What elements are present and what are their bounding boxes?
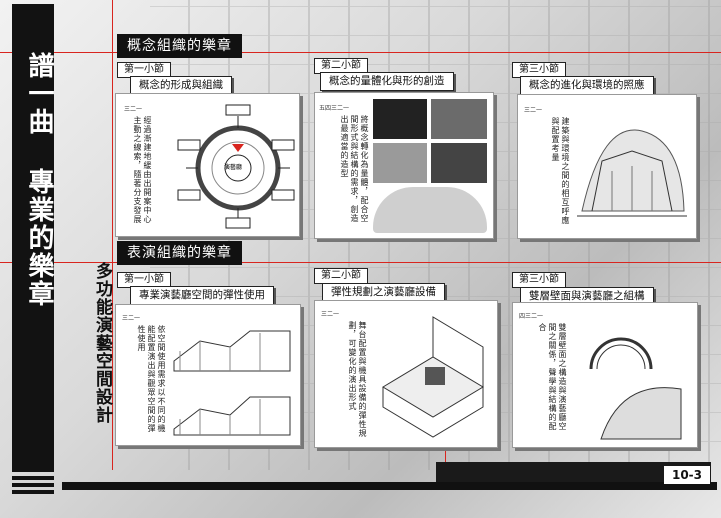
panel-concept-diagram: 三二一 經過漸建地緩由出開案中心主動之線索，隨著分支發展 演藝廳 xyxy=(115,93,300,237)
section-heading-performance: 表演組織的樂章 xyxy=(117,241,242,265)
panel-environment: 三二一 建築與環境之間的相互呼應與配置考量 xyxy=(517,94,697,239)
panel5-text: 舞台配置與機具設備的彈性規劃，可變化的演出形式 xyxy=(348,321,367,438)
panel3-text: 建築與環境之間的相互呼應與配置考量 xyxy=(551,117,570,225)
hall-section-drawings xyxy=(173,330,291,436)
section2-label-3: 第三小節 xyxy=(512,272,566,288)
title-spine xyxy=(12,4,54,472)
page-number: 10-3 xyxy=(664,466,710,484)
panel-double-wall: 四三二一 雙層壁面之構造與演藝廳空間之關係，聲學與結構的配合 xyxy=(512,302,698,448)
panel5-number: 三二一 xyxy=(321,311,340,318)
section2-topic-3: 雙層壁面與演藝廳之組構 xyxy=(520,287,654,306)
chapter-title: 譜一曲 專業的樂章 xyxy=(24,52,54,308)
section2-topic-1: 專業演藝廳空間的彈性使用 xyxy=(130,286,274,305)
massing-photo-3 xyxy=(373,143,427,183)
red-guide-line xyxy=(0,52,721,53)
panel1-number: 三二一 xyxy=(124,106,143,113)
section1-topic-1: 概念的形成與組織 xyxy=(130,76,232,95)
spine-stripes xyxy=(12,476,54,497)
section1-topic-2: 概念的量體化與形的創造 xyxy=(320,72,454,91)
section1-topic-3: 概念的進化與環境的照應 xyxy=(520,76,654,95)
footer-bar xyxy=(62,482,717,490)
massing-photo-5 xyxy=(373,187,487,233)
project-subtitle: 多功能演藝空間設計 xyxy=(92,262,112,424)
footer-elevation-band xyxy=(436,462,711,484)
panel4-number: 三二一 xyxy=(122,315,141,322)
panel-massing: 五四三二一 將概念轉化為量體，配合空間形式與結構的需求，創造出最適當的造型 xyxy=(314,92,494,239)
massing-photo-2 xyxy=(431,99,487,139)
panel6-number: 四三二一 xyxy=(519,313,544,320)
panel1-text: 經過漸建地緩由出開案中心主動之線索，隨著分支發展 xyxy=(133,116,152,224)
panel6-text: 雙層壁面之構造與演藝廳空間之關係，聲學與結構的配合 xyxy=(538,323,567,431)
stage-axonometric xyxy=(382,316,484,438)
panel-flexible-hall: 三二一 依空間使用需求以不同的機能配置演出與觀眾空間的彈性使用 xyxy=(115,304,301,446)
massing-photo-1 xyxy=(373,99,427,139)
diagram-center-label: 演藝廳 xyxy=(224,164,243,171)
panel3-number: 三二一 xyxy=(524,107,543,114)
panel2-text: 將概念轉化為量體，配合空間形式與結構的需求，創造出最適當的造型 xyxy=(340,115,369,223)
panel2-number: 五四三二一 xyxy=(319,105,350,112)
section2-label-2: 第二小節 xyxy=(314,268,368,284)
section-heading-concept: 概念組織的樂章 xyxy=(117,34,242,58)
massing-photo-4 xyxy=(431,143,487,183)
double-wall-drawing xyxy=(589,337,682,440)
panel4-text: 依空間使用需求以不同的機能配置演出與觀眾空間的彈性使用 xyxy=(137,325,166,433)
red-guide-line xyxy=(0,262,721,263)
red-guide-line xyxy=(112,0,113,470)
concept-diagram xyxy=(177,104,295,229)
panel-stage-equipment: 三二一 舞台配置與機具設備的彈性規劃，可變化的演出形式 xyxy=(314,300,498,448)
environment-sketch xyxy=(577,129,687,217)
